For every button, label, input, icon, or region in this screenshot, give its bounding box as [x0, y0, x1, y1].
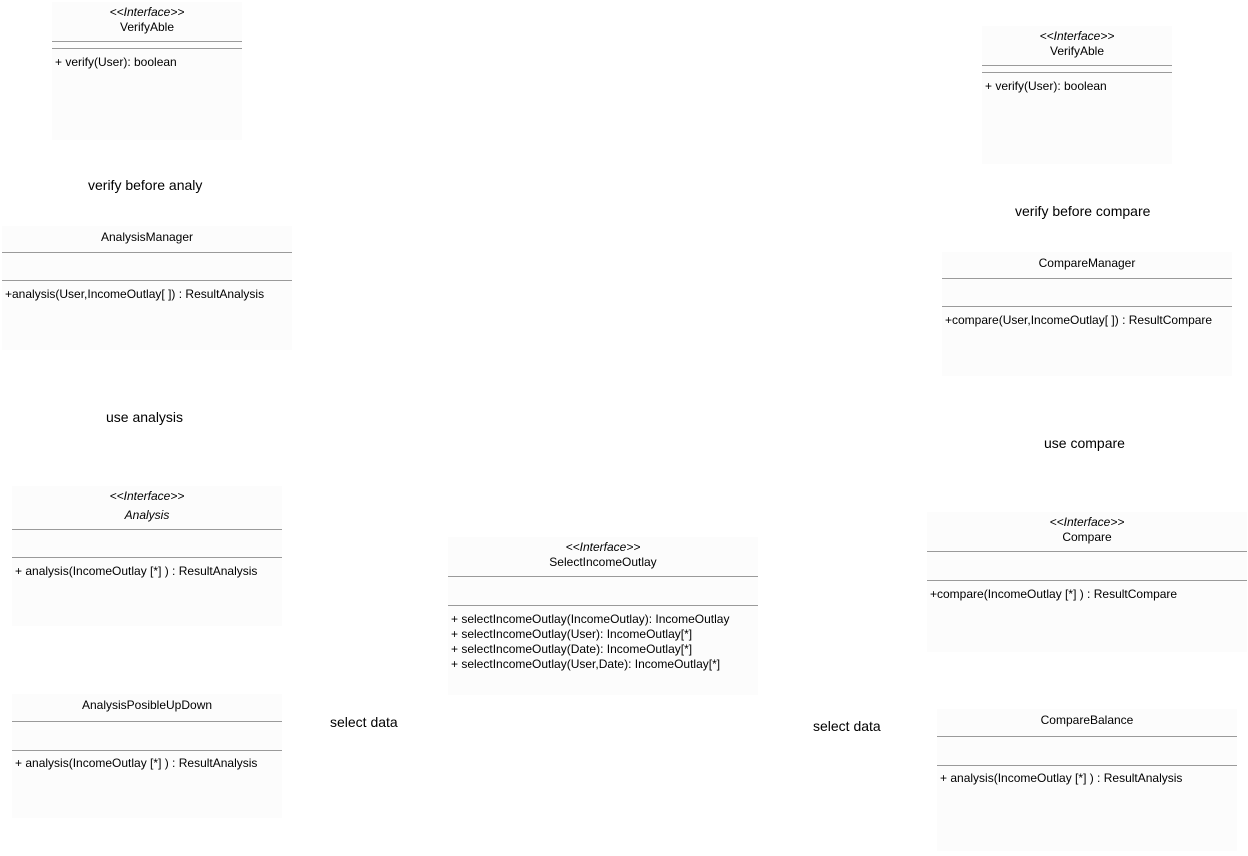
class-name: VerifyAble	[119, 20, 175, 34]
attribute-separator	[52, 41, 242, 42]
class-verifyable-right[interactable]: <<Interface>> VerifyAble + verify(User):…	[982, 26, 1172, 164]
stereotype-label: <<Interface>>	[1049, 515, 1125, 529]
operation-list: + analysis(IncomeOutlay [*] ) : ResultAn…	[15, 564, 280, 579]
operation: +compare(User,IncomeOutlay[ ]) : ResultC…	[945, 313, 1213, 327]
class-analysis-manager[interactable]: AnalysisManager +analysis(User,IncomeOut…	[2, 226, 292, 350]
operation: + verify(User): boolean	[985, 79, 1107, 93]
class-name: Analysis	[124, 508, 170, 522]
attribute-separator	[12, 529, 282, 530]
label-use-analysis: use analysis	[106, 409, 184, 425]
label-select-data-left: select data	[330, 714, 398, 730]
label-verify-before-compare: verify before compare	[1015, 203, 1151, 219]
attribute-separator	[942, 278, 1232, 279]
attribute-separator	[927, 551, 1247, 552]
label-use-compare: use compare	[1044, 435, 1125, 451]
class-analysis-interface[interactable]: <<Interface>> Analysis + analysis(Income…	[12, 486, 282, 626]
operation-list: +compare(User,IncomeOutlay[ ]) : ResultC…	[945, 313, 1230, 328]
attribute-separator	[982, 65, 1172, 66]
attribute-separator	[12, 721, 282, 722]
attribute-separator	[448, 576, 758, 577]
class-analysis-posible-updown[interactable]: AnalysisPosibleUpDown + analysis(IncomeO…	[12, 694, 282, 818]
operation-separator	[927, 580, 1247, 581]
operation-list: + verify(User): boolean	[985, 79, 1170, 94]
operation: + analysis(IncomeOutlay [*] ) : ResultAn…	[940, 771, 1183, 785]
attribute-separator	[2, 252, 292, 253]
operation: +compare(IncomeOutlay [*] ) : ResultComp…	[930, 587, 1178, 601]
operation: + selectIncomeOutlay(User,Date): IncomeO…	[451, 657, 721, 671]
operation: + verify(User): boolean	[55, 55, 177, 69]
class-name: Compare	[1062, 530, 1112, 544]
stereotype-label: <<Interface>>	[109, 5, 185, 19]
operation-separator	[982, 72, 1172, 73]
class-compare-balance[interactable]: CompareBalance + analysis(IncomeOutlay […	[937, 709, 1237, 851]
operation-separator	[942, 306, 1232, 307]
class-compare-manager[interactable]: CompareManager +compare(User,IncomeOutla…	[942, 252, 1232, 376]
operation-separator	[2, 280, 292, 281]
operation: + analysis(IncomeOutlay [*] ) : ResultAn…	[15, 564, 258, 578]
operation: + analysis(IncomeOutlay [*] ) : ResultAn…	[15, 756, 258, 770]
class-select-income-outlay[interactable]: <<Interface>> SelectIncomeOutlay + selec…	[448, 537, 758, 695]
label-select-data-right: select data	[813, 718, 881, 734]
stereotype-label: <<Interface>>	[1039, 29, 1115, 43]
operation: + selectIncomeOutlay(Date): IncomeOutlay…	[451, 642, 693, 656]
operation-list: + verify(User): boolean	[55, 55, 240, 70]
operation-list: +compare(IncomeOutlay [*] ) : ResultComp…	[930, 587, 1245, 602]
operation: + selectIncomeOutlay(IncomeOutlay): Inco…	[451, 612, 730, 626]
stereotype-label: <<Interface>>	[109, 489, 185, 503]
operation-separator	[12, 750, 282, 751]
class-name: CompareManager	[1038, 256, 1136, 270]
operation-list: +analysis(User,IncomeOutlay[ ]) : Result…	[5, 287, 290, 302]
class-name: CompareBalance	[1040, 713, 1134, 727]
operation-separator	[937, 765, 1237, 766]
class-verifyable-left[interactable]: <<Interface>> VerifyAble + verify(User):…	[52, 2, 242, 140]
operation-separator	[448, 605, 758, 606]
operation-separator	[12, 557, 282, 558]
class-name: VerifyAble	[1049, 44, 1105, 58]
operation-separator	[52, 48, 242, 49]
operation-list: + analysis(IncomeOutlay [*] ) : ResultAn…	[15, 756, 280, 771]
operation-list: + selectIncomeOutlay(IncomeOutlay): Inco…	[451, 612, 756, 672]
class-name: SelectIncomeOutlay	[549, 555, 657, 569]
class-name: AnalysisManager	[100, 230, 194, 244]
class-compare-interface[interactable]: <<Interface>> Compare +compare(IncomeOut…	[927, 512, 1247, 652]
class-name: AnalysisPosibleUpDown	[81, 698, 213, 712]
operation: +analysis(User,IncomeOutlay[ ]) : Result…	[5, 287, 265, 301]
label-verify-before-analy: verify before analy	[88, 177, 203, 193]
stereotype-label: <<Interface>>	[565, 540, 641, 554]
attribute-separator	[937, 736, 1237, 737]
operation: + selectIncomeOutlay(User): IncomeOutlay…	[451, 627, 693, 641]
operation-list: + analysis(IncomeOutlay [*] ) : ResultAn…	[940, 771, 1235, 786]
